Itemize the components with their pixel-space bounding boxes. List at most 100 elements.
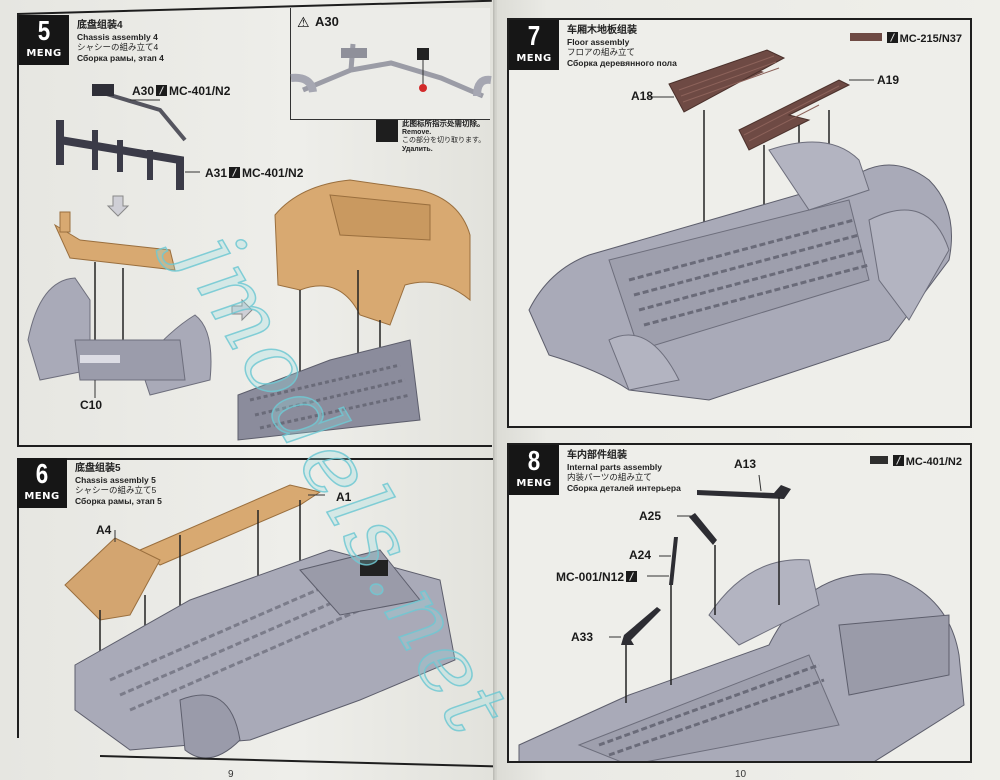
a13-callout: A13 [734,457,757,471]
right-page: 7 MENG 车厢木地板组装 Floor assembly フロアの組み立て С… [497,0,1000,780]
a18-callout: A18 [631,89,654,103]
step-number: 6 [35,458,49,489]
paint-brush-icon [229,167,241,178]
meng-logo: MENG [516,53,552,64]
step-6-panel [17,458,495,460]
part-label: A31 [205,166,228,180]
step-6-drawing [64,484,456,759]
step-5-panel: 5 MENG 底盘组装4 Chassis assembly 4 シャシーの組み立… [17,15,492,447]
step-7-panel: 7 MENG 车厢木地板组装 Floor assembly フロアの組み立て С… [507,18,972,428]
step-8-drawing [518,474,965,761]
warning-icon: ⚠ [297,14,310,30]
part-label: A30 [132,84,155,98]
remove-note-en: Remove. [402,128,432,136]
title-ru: Сборка рамы, этап 5 [75,495,162,506]
a4-callout: A4 [96,523,112,537]
paint-brush-icon [156,85,168,96]
page-number-left: 9 [228,769,234,780]
meng-logo: MENG [26,48,62,59]
cut-icon [376,120,398,142]
remove-note-ru: Удалить. [402,145,433,153]
a25-callout: A25 [639,509,662,523]
cut-icon [417,48,429,60]
paint-legend-step-7: MC-215/N37 [849,32,962,45]
a13-part [697,485,791,499]
title-ja: フロアの組み立て [567,47,636,57]
mc-001-callout: MC-001/N12 [556,570,639,584]
title-ru: Сборка деталей интерьера [567,482,681,493]
a24-callout: A24 [629,548,652,562]
page-number-right: 10 [735,769,747,780]
step-7-titles: 车厢木地板组装 Floor assembly フロアの組み立て Сборка д… [567,25,677,68]
a33-part [621,607,661,645]
paint-brush-icon [626,571,638,582]
a31-callout: A31 MC-401/N2 [205,166,303,180]
step-6-titles: 底盘组装5 Chassis assembly 5 シャシーの組み立て5 Сбор… [75,463,162,506]
paint-brush-icon [886,32,898,43]
a30-part-drawing [290,43,492,99]
step-number: 8 [527,445,541,476]
step-number: 5 [37,15,51,46]
title-ru: Сборка рамы, этап 4 [77,52,164,63]
step-8-panel: 8 MENG 车内部件组装 Internal parts assembly 内装… [507,443,972,763]
step-5-drawing [27,84,471,441]
step-6-content: 6 MENG 底盘组装5 Chassis assembly 5 シャシーの組み立… [17,458,495,758]
title-ja: シャシーの組み立て4 [77,42,159,52]
color-swatch [849,33,882,41]
step-6-left-border [17,458,19,738]
a33-callout: A33 [571,630,594,644]
meng-logo: MENG [516,478,552,489]
tan-fender-body [274,179,471,326]
step-7-drawing [528,49,952,401]
a1-callout: A1 [336,490,352,504]
a18-wood-floor [668,49,786,113]
down-arrow-icon [106,195,130,217]
paint-legend-step-8: MC-401/N2 [869,455,962,468]
meng-logo: MENG [24,491,60,502]
a30-callout: A30 MC-401/N2 [132,84,230,98]
chassis-base [237,339,421,441]
c10-chassis-part [27,277,212,396]
paint-code: MC-215/N37 [899,33,962,45]
remove-note: 此图标所指示处需切除。 Remove. この部分を切り取ります。 Удалить… [402,119,486,154]
paint-brush-icon [892,455,904,466]
title-en: Chassis assembly 4 [77,31,158,42]
color-swatch [869,456,888,464]
title-en: Chassis assembly 5 [75,474,156,485]
title-en: Internal parts assembly [567,461,662,472]
paint-code: MC-401/N2 [242,166,304,180]
title-ja: シャシーの組み立て5 [75,485,157,495]
a30-detail-box: ⚠ A30 [290,8,492,120]
title-en: Floor assembly [567,36,630,47]
title-zh: 底盘组装4 [77,20,123,31]
a1-beam-part [139,484,322,566]
step-8-titles: 车内部件组装 Internal parts assembly 内装パーツの組み立… [567,450,681,493]
a19-callout: A19 [877,73,900,87]
dark-bar-assembly [56,84,187,190]
cut-point-marker [419,84,427,92]
title-ru: Сборка деревянного пола [567,57,677,68]
left-page: 5 MENG 底盘组装4 Chassis assembly 4 シャシーの組み立… [0,0,495,780]
title-zh: 底盘组装5 [75,463,121,474]
book-gutter [493,0,499,780]
remove-note-zh: 此图标所指示处需切除。 [402,119,485,128]
right-arrow-icon [231,298,253,322]
title-zh: 车厢木地板组装 [567,25,637,36]
detail-part-label: A30 [315,14,339,29]
title-ja: 内装パーツの組み立て [567,472,652,482]
step-8-badge: 8 MENG [509,445,559,495]
step-5-titles: 底盘组装4 Chassis assembly 4 シャシーの組み立て4 Сбор… [77,20,164,63]
a19-wood-floor [738,79,851,151]
tan-frame-part [53,211,176,271]
step-6-badge: 6 MENG [17,458,67,508]
a24-part [669,537,678,585]
c10-callout: C10 [80,398,103,412]
step-5-badge: 5 MENG [19,15,69,65]
step-number: 7 [527,20,541,51]
paint-code: MC-401/N2 [169,84,231,98]
remove-note-ja: この部分を切り取ります。 [402,137,486,144]
paint-code: MC-401/N2 [905,456,962,468]
paint-code: MC-001/N12 [556,570,625,584]
title-zh: 车内部件组装 [567,450,627,461]
step-7-badge: 7 MENG [509,20,559,70]
